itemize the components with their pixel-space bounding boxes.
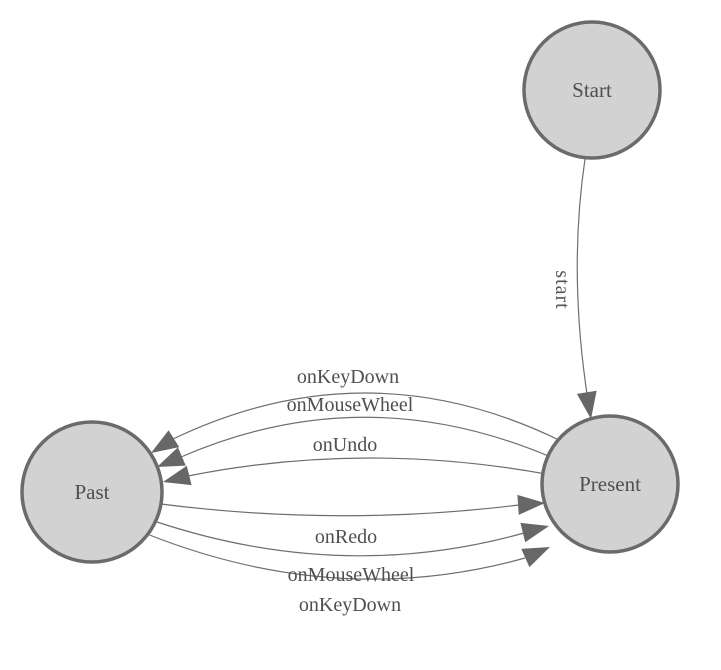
edge-past-to-present-onkeydown (146, 533, 526, 580)
edge-label-onkeydown-top: onKeyDown (297, 366, 399, 388)
arrowheads (151, 390, 597, 568)
node-start-circle (522, 20, 662, 160)
edge-present-to-past-onmousewheel (180, 416, 554, 459)
edge-label-onmousewheel-top: onMouseWheel (287, 394, 414, 416)
node-start: Start (522, 20, 662, 160)
edge-past-to-present-onredo (160, 503, 520, 517)
edge-label-onkeydown-bottom: onKeyDown (299, 594, 401, 616)
node-present-circle (540, 414, 680, 554)
node-past-circle (20, 420, 164, 564)
edge-present-to-past-onkeydown (172, 392, 562, 442)
arrowhead-icon (163, 465, 192, 486)
node-start-label: Start (572, 78, 612, 102)
edge-start-to-present (576, 158, 588, 395)
edge-label-onmousewheel-bottom: onMouseWheel (288, 564, 415, 586)
arrowhead-icon (151, 430, 180, 453)
edge-present-to-past-onundo (187, 457, 547, 477)
node-present-label: Present (579, 472, 641, 496)
node-past: Past (20, 420, 164, 564)
arrowhead-icon (520, 522, 549, 543)
node-past-label: Past (74, 480, 109, 504)
edge-past-to-present-onmousewheel (153, 520, 525, 557)
edge-lines (146, 158, 588, 580)
edge-labels: start onKeyDown onMouseWheel onUndo onRe… (287, 270, 573, 616)
edge-label-onundo: onUndo (313, 434, 377, 456)
edge-label-start: start (551, 270, 573, 309)
node-present: Present (540, 414, 680, 554)
arrowhead-icon (517, 494, 545, 515)
arrowhead-icon (157, 447, 186, 467)
arrowhead-icon (521, 547, 550, 568)
arrowhead-icon (576, 390, 597, 419)
edge-label-onredo: onRedo (315, 526, 377, 548)
